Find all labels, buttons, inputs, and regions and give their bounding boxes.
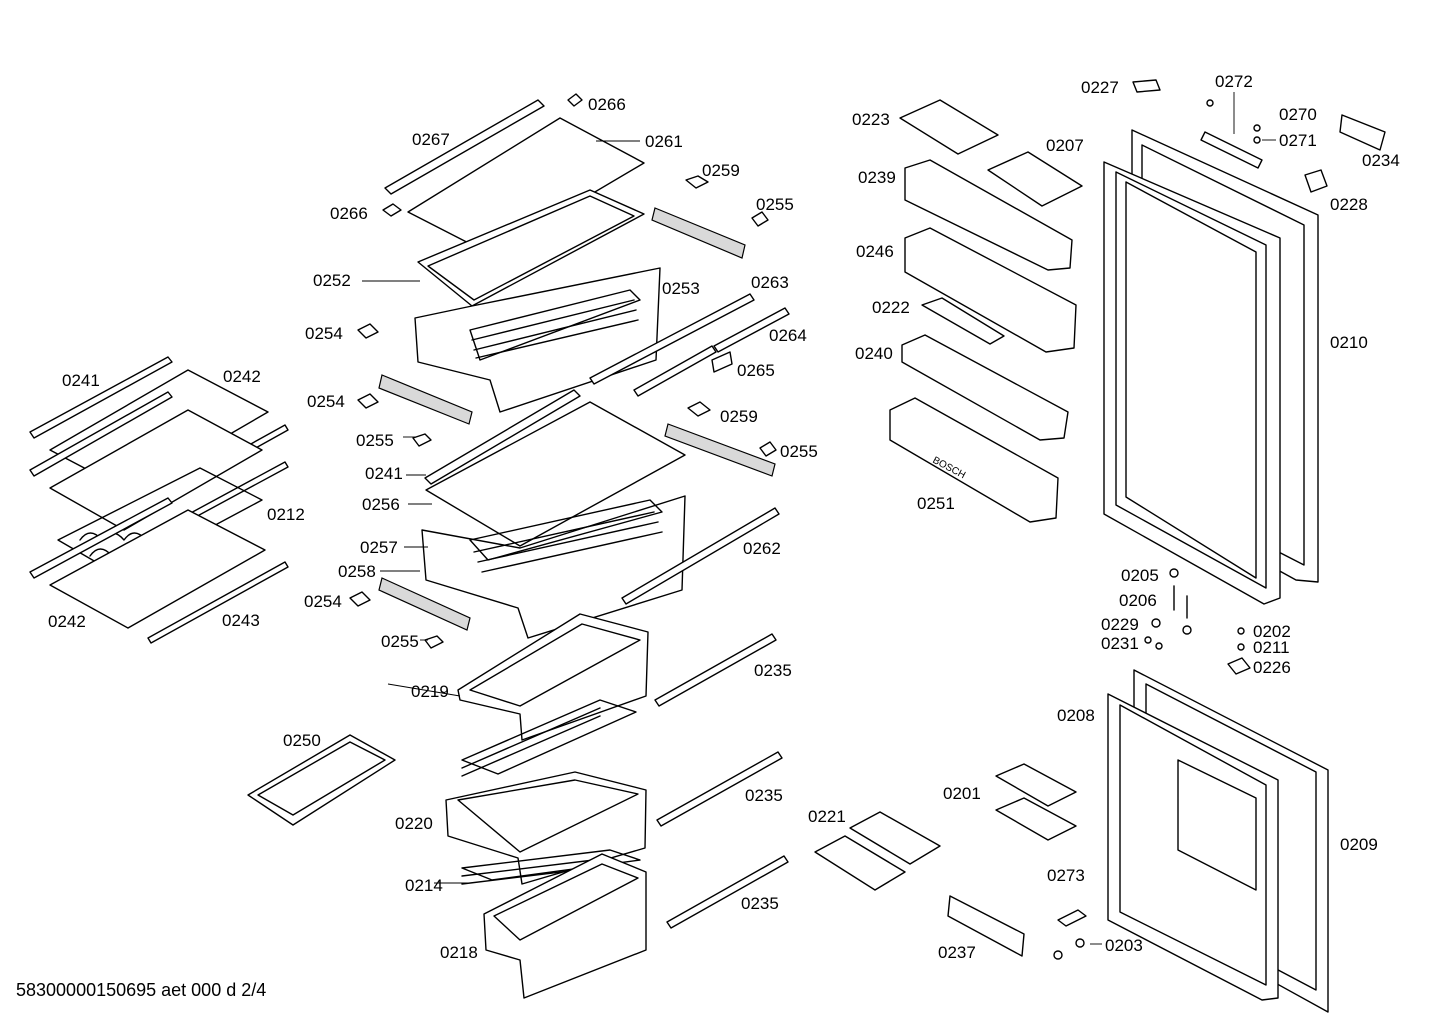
door-bins: BOSCH — [889, 99, 1083, 523]
part-label: 0221 — [808, 807, 846, 826]
part-label: 0220 — [395, 814, 433, 833]
upper-drawer-assembly — [357, 93, 790, 447]
part-label: 0255 — [381, 632, 419, 651]
part-label: 0235 — [741, 894, 779, 913]
part-label: 0208 — [1057, 706, 1095, 725]
part-label: 0265 — [737, 361, 775, 380]
part-label: 0254 — [307, 392, 345, 411]
part-label: 0250 — [283, 731, 321, 750]
part-label: 0256 — [362, 495, 400, 514]
part-label: 0239 — [858, 168, 896, 187]
part-label: 0240 — [855, 344, 893, 363]
part-label: 0255 — [356, 431, 394, 450]
part-label: 0246 — [856, 242, 894, 261]
part-label: 0203 — [1105, 936, 1143, 955]
part-label: 0259 — [720, 407, 758, 426]
part-label: 0270 — [1279, 105, 1317, 124]
part-label: 0237 — [938, 943, 976, 962]
part-label: 0266 — [330, 204, 368, 223]
part-labels: 0266 0267 0261 0259 0255 0266 0252 0253 … — [48, 72, 1400, 962]
part-label: 0227 — [1081, 78, 1119, 97]
part-label: 0261 — [645, 132, 683, 151]
part-label: 0272 — [1215, 72, 1253, 91]
part-label: 0209 — [1340, 835, 1378, 854]
glass-shelf-group — [29, 356, 289, 644]
part-label: 0252 — [313, 271, 351, 290]
leader-lines — [362, 92, 1276, 945]
part-label: 0255 — [756, 195, 794, 214]
part-label: 0226 — [1253, 658, 1291, 677]
part-label: 0267 — [412, 130, 450, 149]
part-label: 0257 — [360, 538, 398, 557]
part-label: 0273 — [1047, 866, 1085, 885]
part-label: 0242 — [223, 367, 261, 386]
part-label: 0210 — [1330, 333, 1368, 352]
part-label: 0214 — [405, 876, 443, 895]
part-label: 0235 — [754, 661, 792, 680]
part-label: 0255 — [780, 442, 818, 461]
fridge-door-upper — [1103, 79, 1386, 605]
part-label: 0211 — [1253, 638, 1290, 657]
part-label: 0234 — [1362, 151, 1400, 170]
lower-drawer-assembly — [349, 389, 780, 649]
part-label: 0259 — [702, 161, 740, 180]
part-label: 0219 — [411, 682, 449, 701]
part-label: 0254 — [304, 592, 342, 611]
part-label: 0222 — [872, 298, 910, 317]
ice-and-accumulators — [814, 763, 1087, 957]
part-label: 0201 — [943, 784, 981, 803]
part-label: 0241 — [365, 464, 403, 483]
part-label: 0243 — [222, 611, 260, 630]
part-label: 0229 — [1101, 615, 1139, 634]
part-label: 0223 — [852, 110, 890, 129]
part-label: 0231 — [1101, 634, 1139, 653]
part-label: 0235 — [745, 786, 783, 805]
freezer-door-lower — [1107, 657, 1329, 1013]
part-label: 0205 — [1121, 566, 1159, 585]
part-label: 0212 — [267, 505, 305, 524]
part-label: 0202 — [1253, 622, 1291, 641]
part-label: 0263 — [751, 273, 789, 292]
part-label: 0262 — [743, 539, 781, 558]
part-label: 0258 — [338, 562, 376, 581]
freezer-drawers — [445, 613, 789, 999]
butter-tray — [247, 734, 396, 826]
part-label: 0264 — [769, 326, 807, 345]
fasteners — [1053, 99, 1261, 960]
part-label: 0206 — [1119, 591, 1157, 610]
part-label: 0271 — [1279, 131, 1317, 150]
part-label: 0241 — [62, 371, 100, 390]
part-label: 0251 — [917, 494, 955, 513]
part-label: 0207 — [1046, 136, 1084, 155]
part-label: 0218 — [440, 943, 478, 962]
part-label: 0228 — [1330, 195, 1368, 214]
part-label: 0253 — [662, 279, 700, 298]
part-label: 0242 — [48, 612, 86, 631]
document-code: 58300000150695 aet 000 d 2/4 — [16, 980, 267, 1000]
part-label: 0266 — [588, 95, 626, 114]
part-label: 0254 — [305, 324, 343, 343]
